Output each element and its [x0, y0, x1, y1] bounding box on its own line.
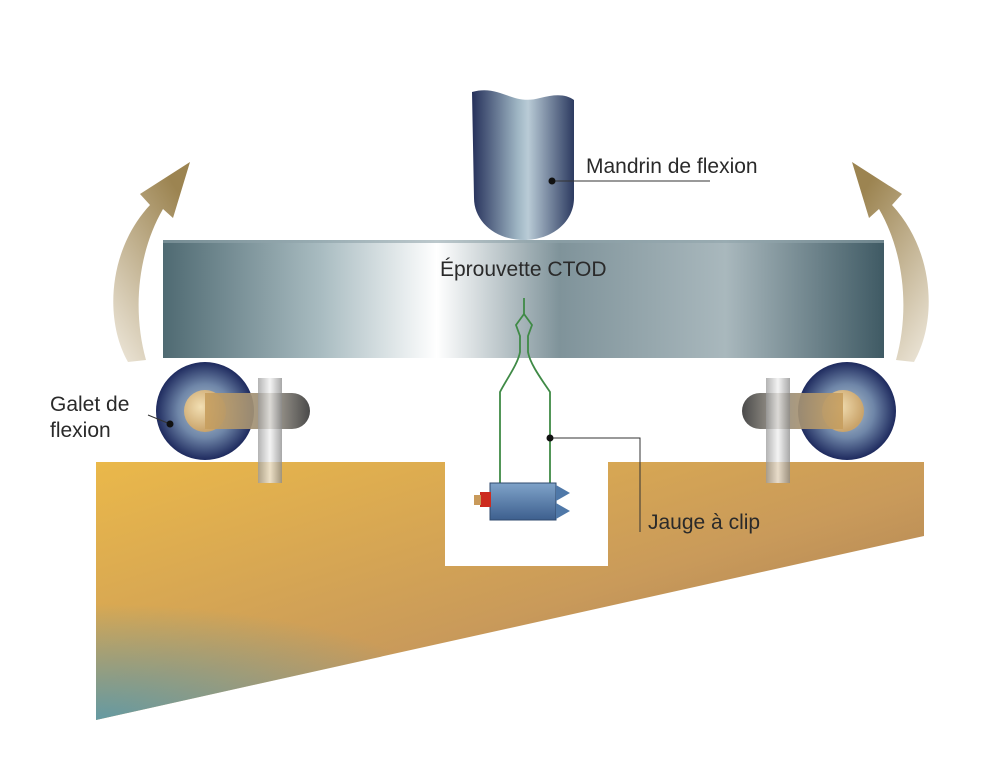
galet-label: Galet de flexion — [50, 392, 129, 444]
jauge-leader-line — [546, 434, 641, 532]
left-roller — [156, 362, 310, 483]
galet-leader-line — [147, 414, 174, 428]
notch-and-clip-gauge-arms — [499, 298, 551, 485]
galet-label-line1: Galet de — [50, 393, 130, 416]
mandrin-leader-line — [548, 177, 710, 185]
eprouvette-label: Éprouvette CTOD — [440, 258, 607, 281]
right-roller — [742, 362, 896, 483]
bending-mandrel — [472, 90, 574, 241]
support-base — [96, 462, 924, 720]
right-curved-arrow-icon — [852, 162, 929, 362]
left-curved-arrow-icon — [113, 162, 190, 362]
galet-label-line2: flexion — [50, 419, 111, 442]
mandrin-label: Mandrin de flexion — [586, 155, 758, 178]
clip-gauge — [474, 482, 570, 521]
jauge-label: Jauge à clip — [648, 511, 761, 534]
